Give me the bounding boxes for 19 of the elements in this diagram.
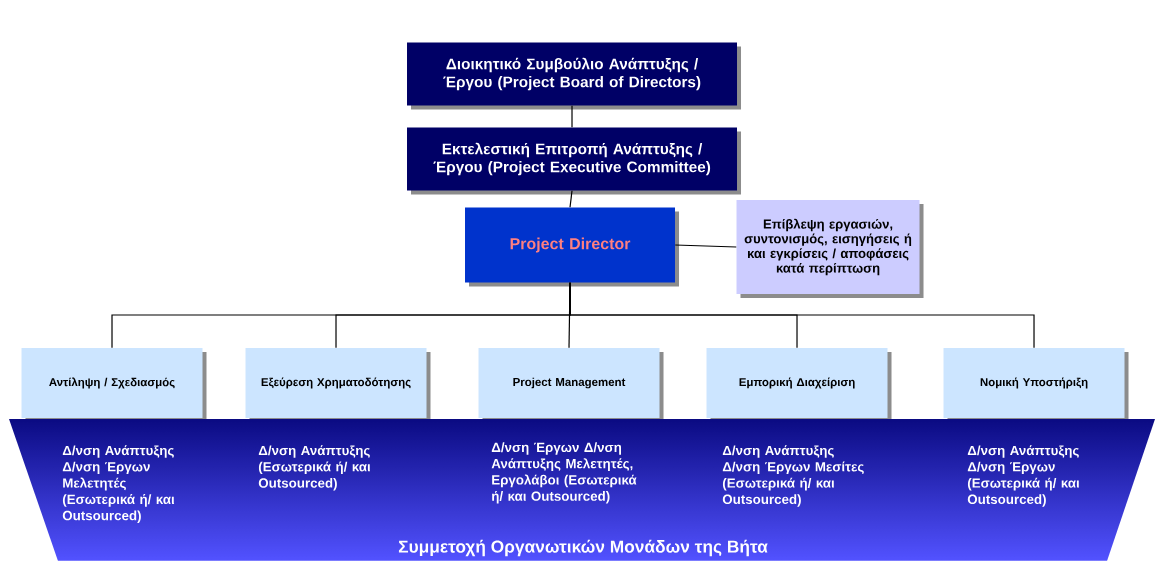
unit-list: Δ/νση Ανάπτυξης Δ/νση Έργων Μεσίτες (Εσωτερικά ή/ και Outsourced)	[722, 445, 864, 507]
function-box: Νομική Υποστήριξη	[943, 348, 1129, 422]
connector-line	[569, 282, 1035, 349]
note-box: Επίβλεψη εργασιών, συντονισμός, εισηγήσεις ή και εγκρίσεις / αποφάσεις κατά περίπτωση	[736, 200, 924, 298]
unit-list: Δ/νση Ανάπτυξης Δ/νση Έργων Μελετητές (Εσωτερικά ή/ και Outsourced)	[62, 445, 175, 523]
unit-list: Δ/νση Έργων Δ/νση Ανάπτυξης Μελετητές, Εργολάβοι (Εσωτερικά ή/ και Outsourced)	[491, 442, 637, 504]
function-box: Εμπορική Διαχείριση	[706, 348, 892, 422]
board-box: Εκτελεστική Επιτροπή Ανάπτυξης / Έργου (Project Executive Committee)	[407, 127, 741, 195]
director-box: Project Director	[465, 207, 679, 287]
function-box: Project Management	[478, 348, 664, 422]
connector-line	[569, 190, 573, 208]
function-box: Εξεύρεση Χρηματοδότησης	[245, 348, 431, 422]
unit-list: Δ/νση Ανάπτυξης Δ/νση Έργων (Εσωτερικά ή/ και Outsourced)	[967, 445, 1080, 507]
connector-line	[674, 244, 737, 248]
function-box: Αντίληψη / Σχεδιασμός	[21, 348, 207, 422]
board-box: Διοικητικό Συμβούλιο Ανάπτυξης / Έργου (Project Board of Directors)	[407, 42, 741, 110]
band-heading: Συμμετοχή Οργανωτικών Μονάδων της Βήτα	[398, 539, 768, 557]
unit-list: Δ/νση Ανάπτυξης (Εσωτερικά ή/ και Outsourced)	[258, 445, 371, 491]
connector-line	[571, 105, 573, 128]
